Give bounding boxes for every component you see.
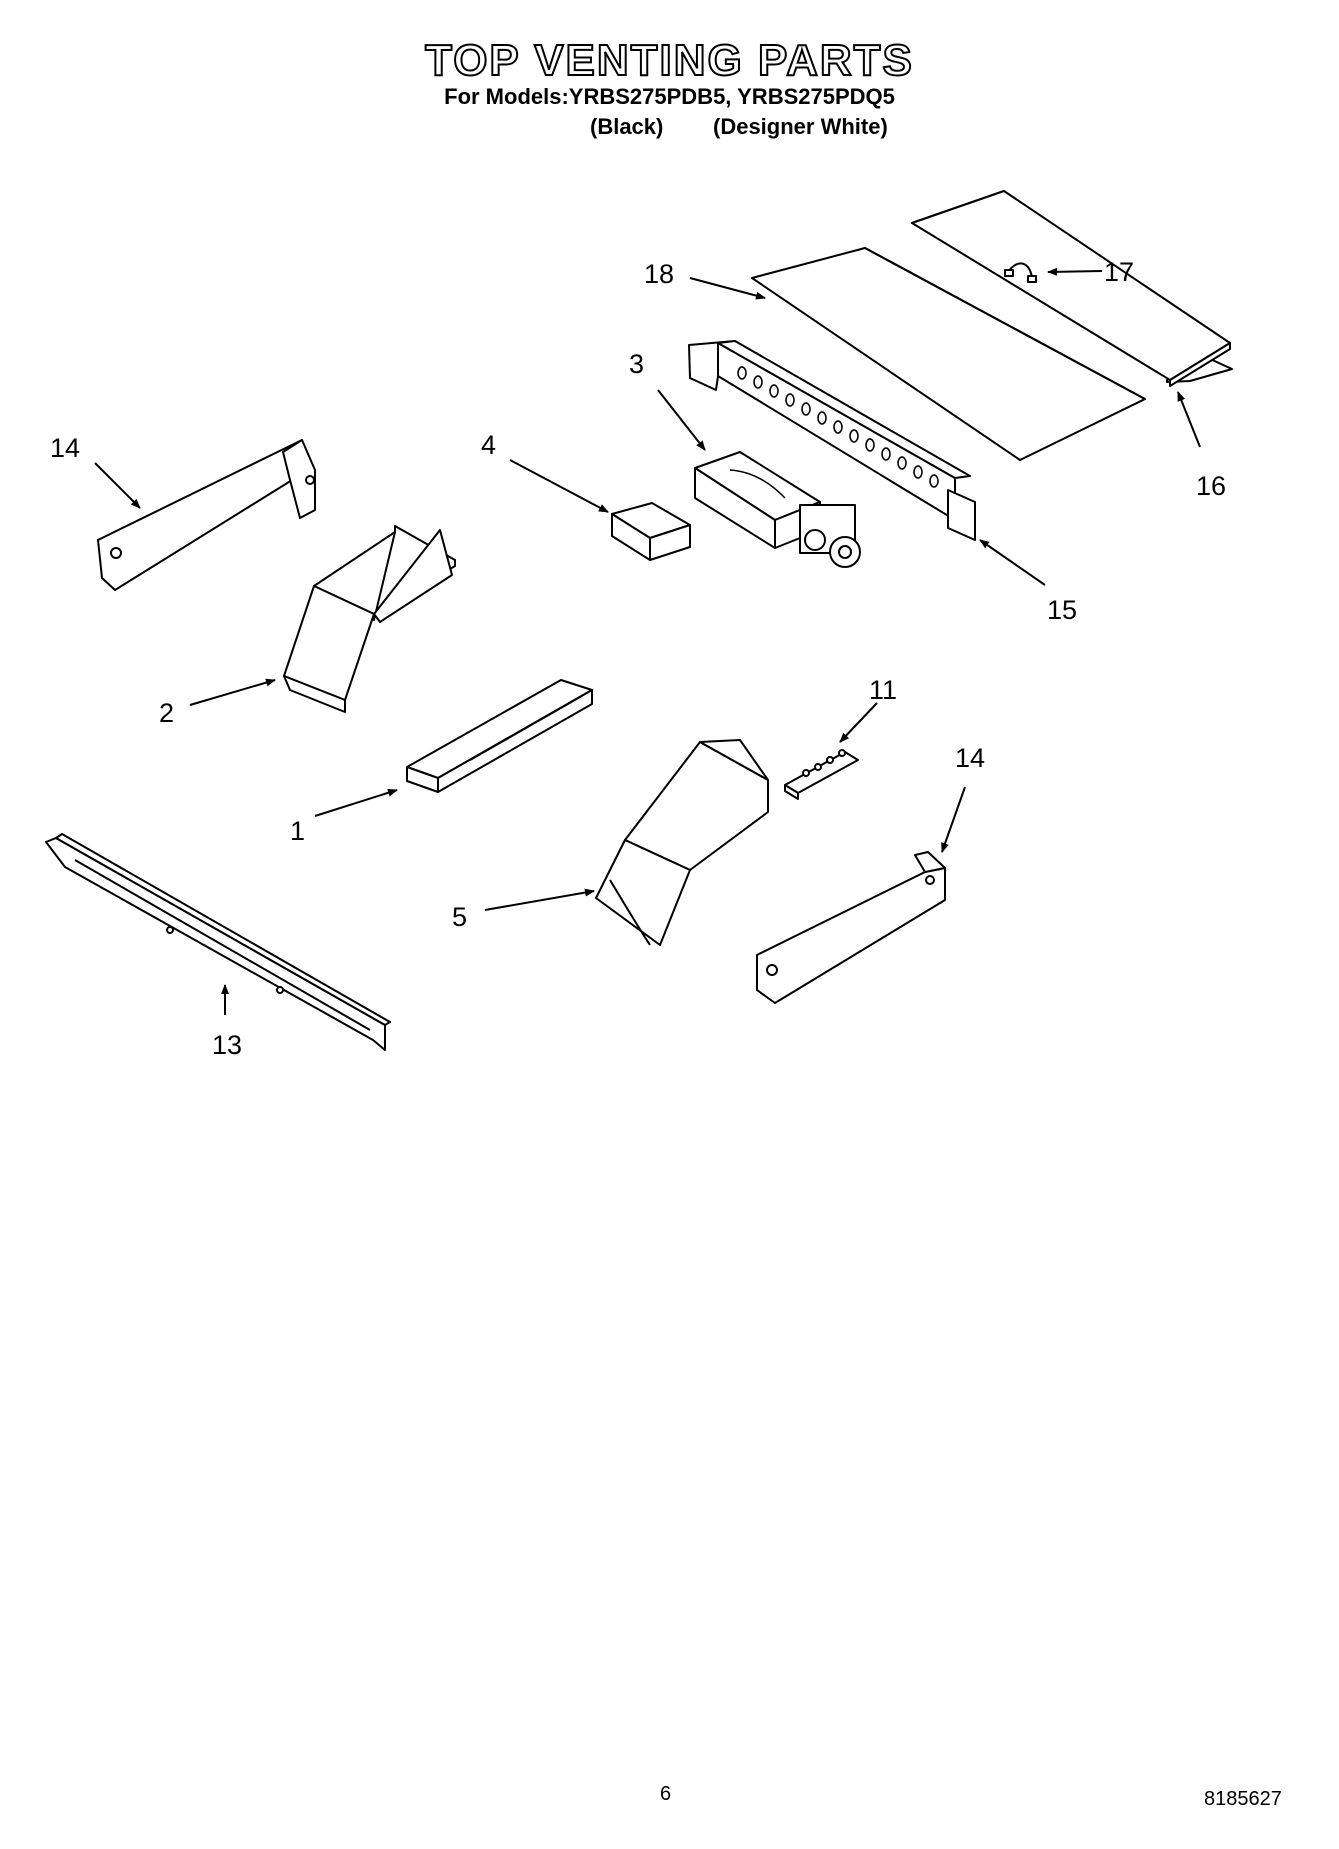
callout-1: 1: [290, 816, 306, 846]
page-number: 6: [660, 1783, 672, 1805]
callout-2: 2: [159, 698, 175, 728]
part-14-left-bracket: [97, 439, 316, 591]
part-18-cover-panel: [751, 247, 1146, 461]
leader-18-arrow: [689, 277, 766, 300]
leader-17-arrow: [1047, 267, 1103, 276]
callout-3: 3: [629, 349, 645, 379]
page-title: TOP VENTING PARTS: [424, 35, 914, 86]
doc-number: 8185627: [1204, 1788, 1282, 1810]
part-11-terminal-block: [784, 749, 859, 800]
part-16-top-plate: [911, 190, 1233, 387]
callout-14-left: 14: [50, 433, 81, 463]
callout-5: 5: [452, 902, 468, 932]
leader-2-arrow: [189, 678, 276, 706]
part-14-right-bracket: [756, 851, 946, 1004]
leader-5-arrow: [484, 888, 595, 911]
callout-17: 17: [1104, 257, 1135, 287]
callout-15: 15: [1047, 595, 1078, 625]
models-line: For Models:YRBS275PDB5, YRBS275PDQ5: [444, 84, 895, 109]
callout-16: 16: [1196, 471, 1227, 501]
variant-white: (Designer White): [713, 114, 888, 139]
leader-15-arrow: [979, 539, 1046, 586]
part-1-channel: [406, 679, 593, 793]
part-17-clip: [1004, 262, 1037, 283]
leader-16-arrow: [1177, 391, 1201, 448]
callout-13: 13: [212, 1030, 243, 1060]
callout-4: 4: [481, 430, 497, 460]
variant-black: (Black): [590, 114, 664, 139]
part-3-fan-assembly: [694, 451, 861, 568]
part-4-block: [611, 502, 691, 561]
part-15-vent-bracket: [688, 340, 976, 541]
leader-11-arrow: [839, 702, 878, 743]
part-2-duct: [283, 525, 456, 713]
callout-18: 18: [644, 259, 675, 289]
callout-14-right: 14: [955, 743, 986, 773]
part-5-shield: [595, 739, 769, 946]
part-13-rail: [45, 833, 391, 1051]
callout-11: 11: [869, 675, 898, 705]
leader-14-right-arrow: [941, 786, 966, 853]
leader-4-arrow: [509, 459, 609, 513]
leader-3-arrow: [657, 389, 706, 451]
leader-1-arrow: [314, 788, 398, 817]
leader-14-left-arrow: [94, 462, 141, 509]
